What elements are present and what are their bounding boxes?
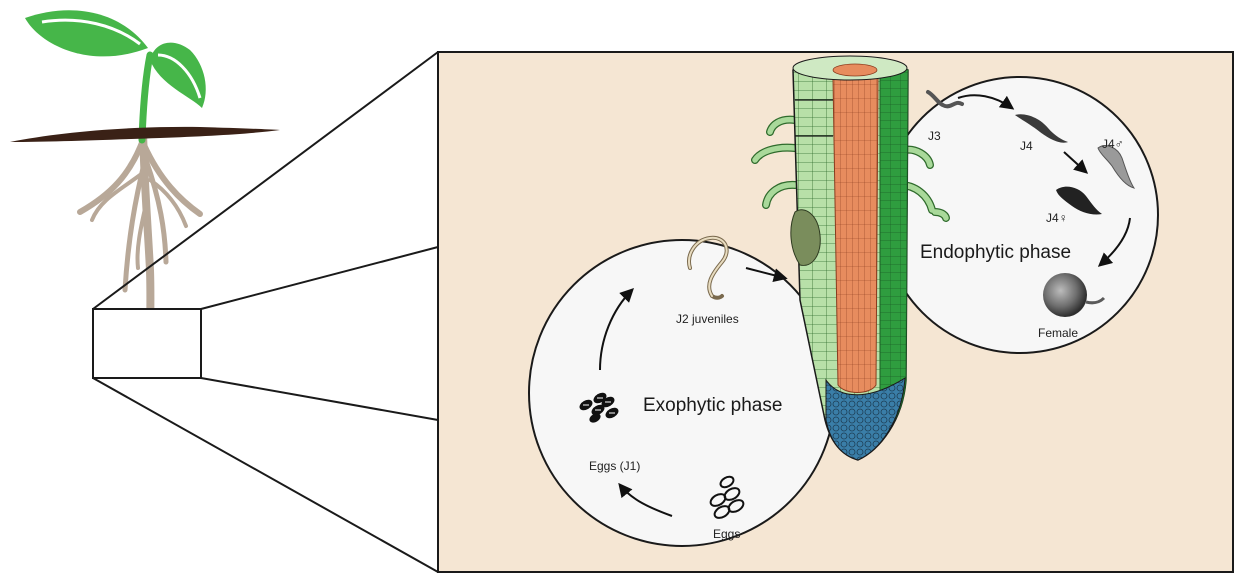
- endophytic-phase-title: Endophytic phase: [920, 242, 1071, 263]
- plant-stem: [142, 55, 150, 140]
- plant-seedling: [10, 10, 280, 345]
- plant-leaf-right: [150, 43, 206, 108]
- eggs-j1-label: Eggs (J1): [589, 459, 640, 473]
- exophytic-phase-title: Exophytic phase: [643, 395, 782, 416]
- eggs-label: Eggs: [713, 527, 740, 541]
- j2-juveniles-label: J2 juveniles: [676, 312, 739, 326]
- zoom-box: [93, 309, 201, 378]
- female-label: Female: [1038, 326, 1078, 340]
- j4-label: J4: [1020, 139, 1033, 153]
- female-icon: [1043, 273, 1087, 317]
- j3-label: J3: [928, 129, 941, 143]
- endophytic-phase-circle: [882, 77, 1158, 353]
- exophytic-phase-circle: [529, 240, 835, 546]
- j4-female-label: J4♀: [1046, 211, 1068, 225]
- plant-leaf-left: [25, 10, 148, 56]
- j4-male-label: J4♂: [1102, 137, 1124, 151]
